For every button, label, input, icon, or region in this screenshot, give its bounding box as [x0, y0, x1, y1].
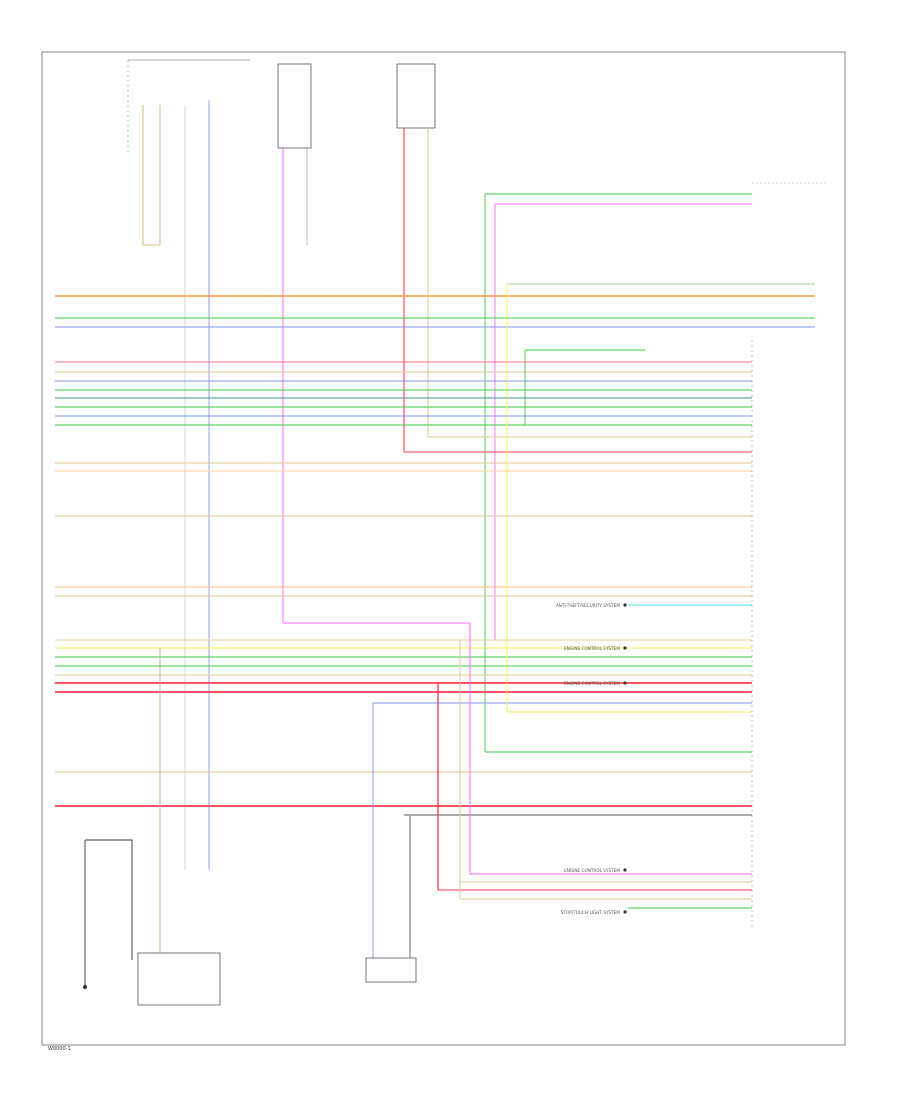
fuel-pump-module-box: [137, 952, 221, 1006]
note-stop-touch-light: STOP/TOUCH LIGHT SYSTEM: [561, 910, 621, 915]
diagram-frame: [41, 51, 846, 1046]
note-bullets: [623, 603, 627, 914]
ground-icon: [83, 985, 87, 989]
vertical-runs: [159, 284, 645, 960]
cluster-leads: [142, 100, 210, 870]
note-anti-theft: ANTI-THEFT/SECURITY SYSTEM: [556, 603, 621, 608]
note-engine-control-2: ENGINE CONTROL SYSTEM: [564, 681, 620, 686]
horizontal-wires: [55, 283, 815, 960]
sensor-box: [365, 957, 417, 983]
ground-lead: [85, 839, 133, 960]
top-component-right: [396, 63, 436, 129]
page-code: W0000-1: [48, 1046, 71, 1052]
note-engine-control-3: ENGINE CONTROL SYSTEM: [564, 868, 620, 873]
top-component-left: [277, 63, 312, 149]
note-engine-control-1: ENGINE CONTROL SYSTEM: [564, 646, 620, 651]
